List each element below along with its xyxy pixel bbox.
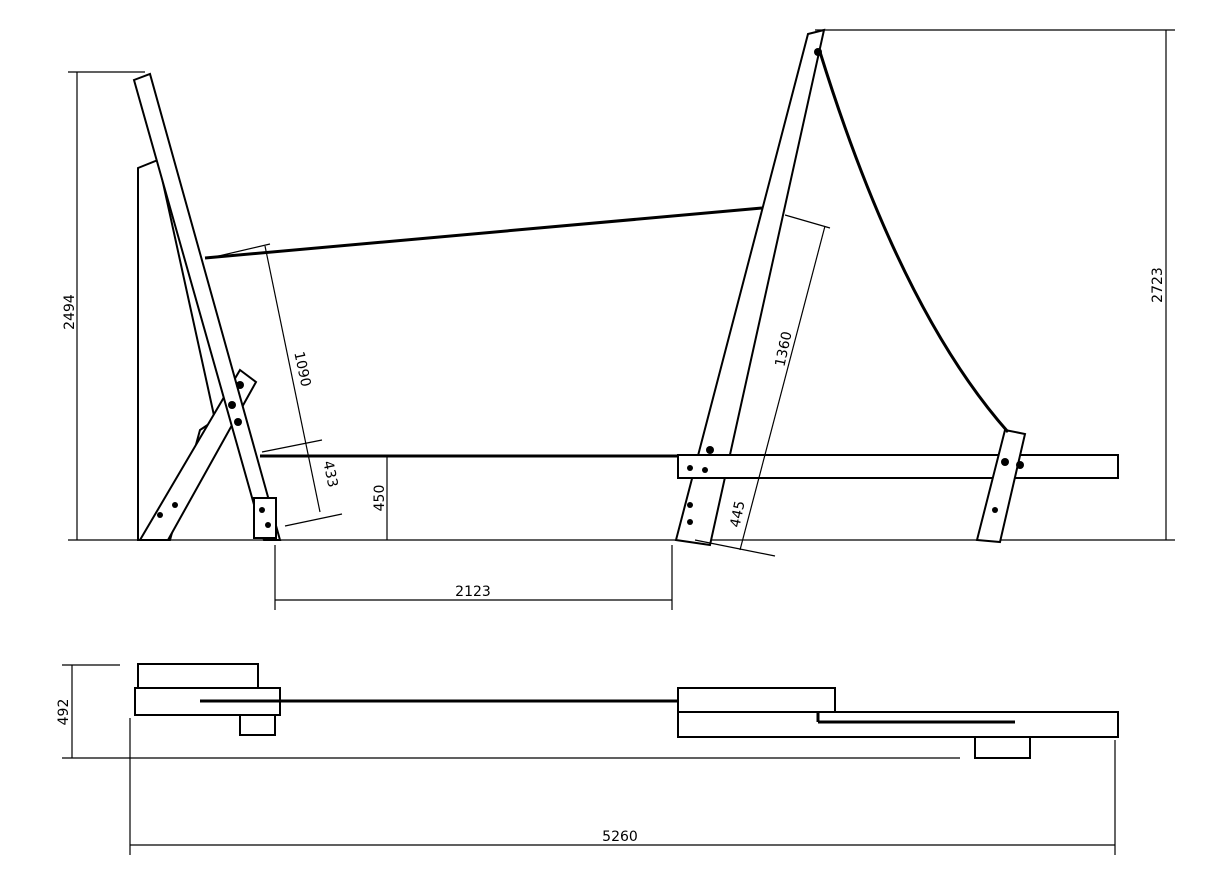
left-foot-plate [253,497,277,539]
dimensions-top: 492 5260 [56,664,1116,855]
diagonal-cable [818,51,1010,433]
left-post [132,72,282,541]
dimensions-side: 2494 2723 2123 1090 433 450 1360 445 [62,29,1175,610]
dim-overall-height-right: 2723 [1150,267,1166,303]
dim-445: 445 [727,499,748,528]
dim-450: 450 [372,485,388,512]
dim-overall-height-left: 2494 [62,294,78,330]
right-post [674,28,826,547]
right-brace [975,428,1027,544]
dim-433: 433 [319,459,340,488]
horizontal-beam [677,454,1119,479]
top-view [134,663,1119,759]
dim-post-spacing: 2123 [455,584,491,600]
dim-1360: 1360 [773,330,796,368]
dim-1090: 1090 [290,350,313,388]
dim-5260: 5260 [602,829,638,845]
upper-cable [204,206,763,260]
dim-492: 492 [56,699,72,726]
bolts [157,48,1024,528]
side-view [68,28,1175,547]
